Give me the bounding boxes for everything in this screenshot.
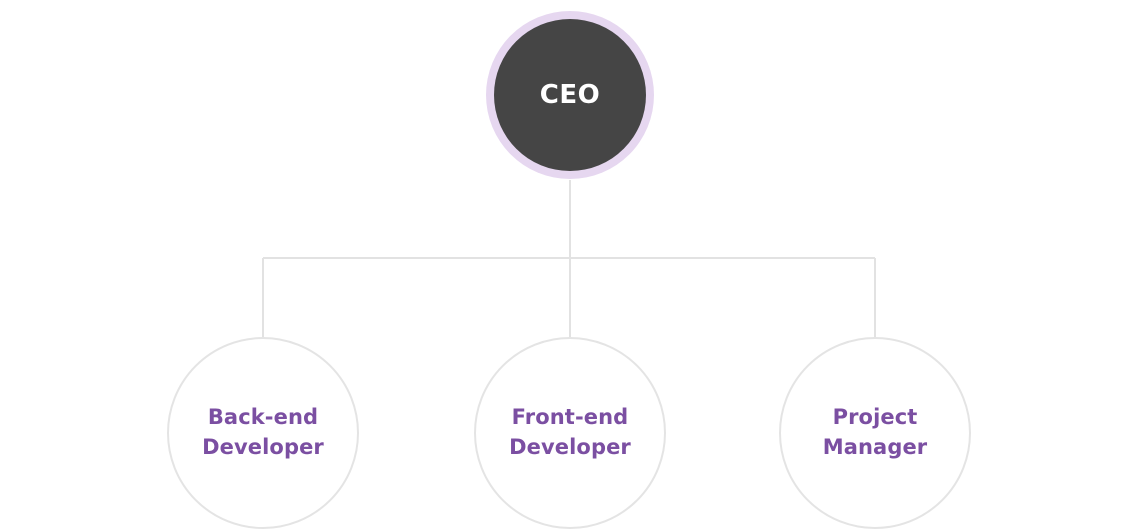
node-front-end-developer[interactable]: Front-end Developer bbox=[474, 337, 666, 529]
node-ceo-disc: CEO bbox=[494, 19, 646, 171]
node-ceo-label: CEO bbox=[539, 79, 601, 110]
node-front-end-developer-label: Front-end Developer bbox=[509, 405, 631, 459]
node-back-end-developer-label: Back-end Developer bbox=[202, 405, 324, 459]
node-back-end-developer[interactable]: Back-end Developer bbox=[167, 337, 359, 529]
node-ceo[interactable]: CEO bbox=[486, 11, 654, 179]
node-project-manager-label: Project Manager bbox=[822, 405, 928, 459]
node-project-manager[interactable]: Project Manager bbox=[779, 337, 971, 529]
